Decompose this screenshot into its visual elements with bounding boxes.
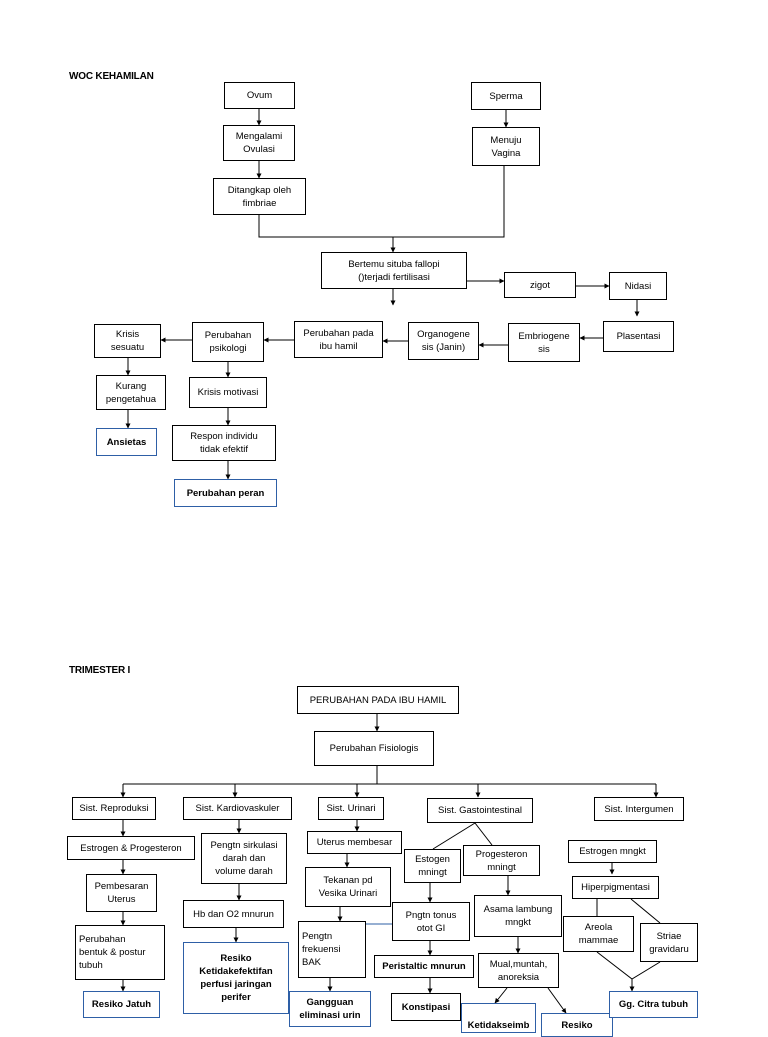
node-sist-reproduksi: Sist. Reproduksi xyxy=(72,797,156,820)
node-pengtn-sirkulasi: Pengtn sirkulasi darah dan volume darah xyxy=(201,833,287,884)
node-asam-lambung: Asama lambung mngkt xyxy=(474,895,562,937)
woc-title: WOC KEHAMILAN xyxy=(69,71,154,82)
node-nidasi: Nidasi xyxy=(609,272,667,300)
node-perubahan-bentuk-postur: Perubahan bentuk & postur tubuh xyxy=(75,925,165,980)
diagnosis-resiko-partial: Resiko xyxy=(541,1013,613,1037)
node-estrogen-mngkt: Estrogen mngkt xyxy=(568,840,657,863)
node-sperma: Sperma xyxy=(471,82,541,110)
node-mual-muntah: Mual,muntah, anoreksia xyxy=(478,953,559,988)
node-respon-individu: Respon individu tidak efektif xyxy=(172,425,276,461)
node-hiperpigmentasi: Hiperpigmentasi xyxy=(572,876,659,899)
node-embriogenesis: Embriogene sis xyxy=(508,323,580,362)
node-krisis-sesuatu: Krisis sesuatu xyxy=(94,324,161,358)
node-perubahan-ibu-hamil: Perubahan pada ibu hamil xyxy=(294,321,383,358)
node-sist-urinari: Sist. Urinari xyxy=(318,797,384,820)
node-uterus-membesar: Uterus membesar xyxy=(307,831,402,854)
node-pengtn-frekuensi-bak: Pengtn frekuensi BAK xyxy=(298,921,366,978)
node-tekanan-vesika: Tekanan pd Vesika Urinari xyxy=(305,867,391,907)
node-sist-integumen: Sist. Intergumen xyxy=(594,797,684,821)
node-perubahan-pada-ibu-hamil: PERUBAHAN PADA IBU HAMIL xyxy=(297,686,459,714)
diagnosis-gangguan-citra-tubuh: Gg. Citra tubuh xyxy=(609,991,698,1018)
node-perubahan-fisiologis: Perubahan Fisiologis xyxy=(314,731,434,766)
node-bertemu-fertilisasi: Bertemu situba fallopi ()terjadi fertili… xyxy=(321,252,467,289)
node-peristaltic-mnurun: Peristaltic mnurun xyxy=(374,955,474,978)
node-fimbriae: Ditangkap oleh fimbriae xyxy=(213,178,306,215)
node-ovulasi: Mengalami Ovulasi xyxy=(223,125,295,161)
diagnosis-ansietas: Ansietas xyxy=(96,428,157,456)
node-striae-gravidarum: Striae gravidaru xyxy=(640,923,698,962)
diagnosis-resiko-jatuh: Resiko Jatuh xyxy=(83,991,160,1018)
node-zigot: zigot xyxy=(504,272,576,298)
diagnosis-ketidakseimbangan-partial: Ketidakseimb xyxy=(461,1003,536,1033)
node-areola-mammae: Areola mammae xyxy=(563,916,634,952)
node-perubahan-psikologi: Perubahan psikologi xyxy=(192,322,264,362)
node-krisis-motivasi: Krisis motivasi xyxy=(189,377,267,408)
node-progesteron-mningt: Progesteron mningt xyxy=(463,845,540,876)
node-vagina: Menuju Vagina xyxy=(472,127,540,166)
diagnosis-perubahan-peran: Perubahan peran xyxy=(174,479,277,507)
node-estrogen-progesteron: Estrogen & Progesteron xyxy=(67,836,195,860)
node-pembesaran-uterus: Pembesaran Uterus xyxy=(86,874,157,912)
node-ovum: Ovum xyxy=(224,82,295,109)
trimester-title: TRIMESTER I xyxy=(69,665,131,676)
diagnosis-resiko-perfusi: Resiko Ketidakefektifan perfusi jaringan… xyxy=(183,942,289,1014)
node-kurang-pengetahuan: Kurang pengetahua xyxy=(96,375,166,410)
node-pngtn-tonus-otot: Pngtn tonus otot GI xyxy=(392,902,470,941)
node-hb-o2-mnurun: Hb dan O2 mnurun xyxy=(183,900,284,928)
node-organogenesis: Organogene sis (Janin) xyxy=(408,322,479,360)
node-sist-kardiovaskuler: Sist. Kardiovaskuler xyxy=(183,797,292,820)
node-plasentasi: Plasentasi xyxy=(603,321,674,352)
diagnosis-gangguan-eliminasi: Gangguan eliminasi urin xyxy=(289,991,371,1027)
diagnosis-konstipasi: Konstipasi xyxy=(391,993,461,1021)
node-sist-gastrointestinal: Sist. Gastointestinal xyxy=(427,798,533,823)
node-estogen-mningt: Estogen mningt xyxy=(404,849,461,883)
